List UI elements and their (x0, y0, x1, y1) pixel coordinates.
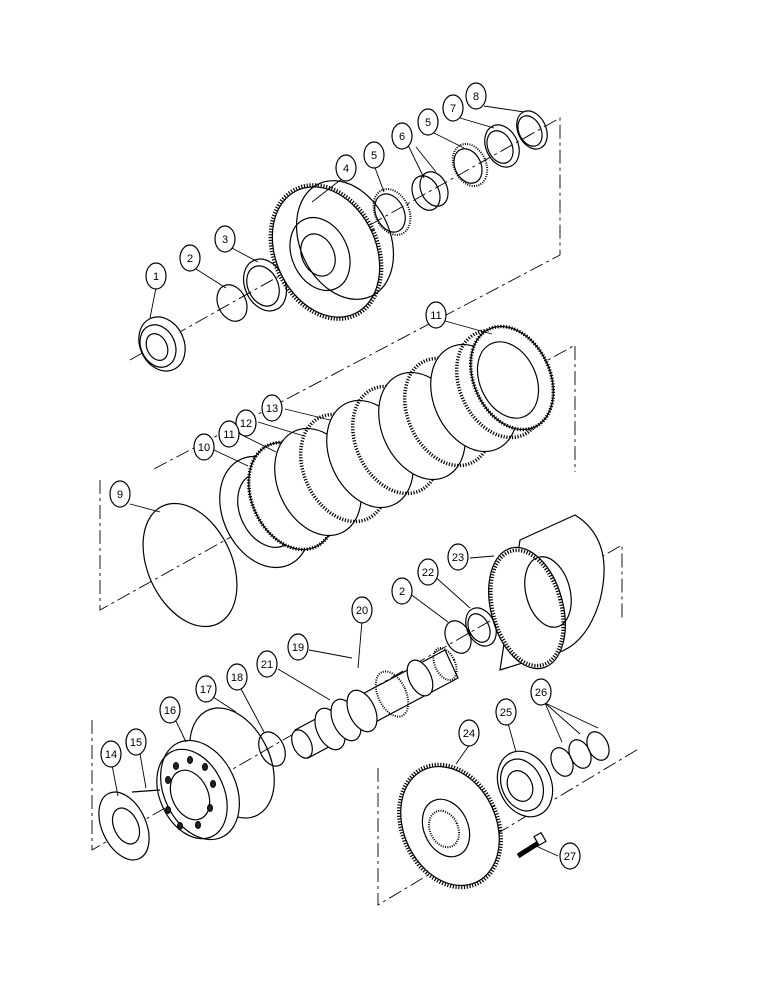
snap-ring-part-18 (258, 731, 286, 767)
snap-ring-part-2-upper (216, 284, 248, 322)
callout-10: 10 (193, 433, 215, 461)
clutch-pack (246, 324, 556, 552)
callout-12: 12 (235, 409, 257, 437)
callout-label: 14 (105, 749, 117, 761)
callout-7: 7 (442, 94, 464, 122)
callout-24: 24 (458, 719, 480, 747)
callout-11-lower: 11 (218, 420, 240, 448)
callout-label: 3 (222, 234, 228, 246)
callout-label: 23 (452, 552, 464, 564)
output-gear-group-boundary (377, 747, 641, 906)
synchro-part-5-left (372, 188, 412, 236)
callout-label: 10 (198, 442, 210, 454)
bearing-part-25 (496, 750, 554, 818)
callout-23: 23 (447, 543, 469, 571)
callout-label: 15 (130, 737, 142, 749)
callout-26: 26 (530, 678, 552, 706)
gear-part-4 (268, 180, 395, 321)
ring-part-6 (411, 171, 449, 211)
callout-1: 1 (145, 262, 167, 290)
ring-part-22 (465, 607, 497, 647)
callout-13: 13 (261, 394, 283, 422)
callout-5-right: 5 (417, 108, 439, 136)
leader-lines (111, 105, 599, 857)
gear-part-24 (397, 762, 503, 890)
callout-9: 9 (109, 480, 131, 508)
callout-label: 20 (356, 605, 368, 617)
callout-20: 20 (351, 596, 373, 624)
callout-label: 17 (200, 684, 212, 696)
callout-label: 4 (343, 163, 349, 175)
callout-label: 27 (564, 851, 576, 863)
callout-6: 6 (391, 122, 413, 150)
callout-label: 11 (430, 310, 441, 322)
callout-21: 21 (256, 650, 278, 678)
bearing-part-1 (138, 316, 186, 372)
callout-label: 2 (399, 586, 405, 598)
ring-part-8 (516, 110, 548, 150)
callout-17: 17 (195, 675, 217, 703)
pin-part-15 (131, 789, 161, 793)
callout-2-upper: 2 (179, 244, 201, 272)
callout-label: 26 (535, 687, 547, 699)
callout-label: 12 (240, 418, 252, 430)
ring-part-7 (484, 124, 520, 168)
callout-label: 6 (399, 131, 405, 143)
parts (98, 110, 610, 890)
callout-label: 21 (261, 659, 273, 671)
upper-group-boundary (129, 117, 561, 471)
piston-part-16 (156, 739, 240, 841)
callout-18: 18 (226, 663, 248, 691)
flange-part-14 (98, 791, 150, 861)
snap-ring-part-2-lower (444, 620, 472, 654)
clutch-drum-part-23 (488, 514, 605, 671)
callout-label: 7 (450, 103, 456, 115)
synchro-part-5-right (451, 142, 489, 188)
callout-22: 22 (417, 558, 439, 586)
callout-4: 4 (335, 154, 357, 182)
callouts: 1 2 3 4 5 6 5 7 (100, 82, 581, 870)
callout-label: 13 (266, 403, 278, 415)
callout-14: 14 (100, 740, 122, 768)
callout-5-left: 5 (363, 141, 385, 169)
callout-label: 1 (153, 271, 159, 283)
callout-8: 8 (465, 82, 487, 110)
bolt-part-27 (516, 831, 547, 859)
callout-label: 5 (425, 117, 431, 129)
callout-label: 19 (292, 642, 304, 654)
callout-27: 27 (559, 842, 581, 870)
callout-label: 18 (231, 672, 243, 684)
callout-16: 16 (159, 696, 181, 724)
callout-label: 24 (463, 728, 475, 740)
callout-label: 8 (473, 91, 479, 103)
o-rings-part-26 (550, 731, 610, 777)
callout-label: 16 (164, 705, 176, 717)
callout-19: 19 (287, 633, 309, 661)
callout-label: 5 (371, 150, 377, 162)
callout-11-upper: 11 (425, 301, 447, 329)
callout-label: 2 (187, 253, 193, 265)
callout-label: 25 (500, 707, 512, 719)
callout-label: 9 (117, 489, 123, 501)
callout-2-lower: 2 (391, 577, 413, 605)
callout-label: 22 (422, 567, 434, 579)
callout-25: 25 (495, 698, 517, 726)
shaft-part-20-21 (291, 647, 459, 759)
callout-label: 11 (223, 429, 234, 441)
callout-15: 15 (125, 728, 147, 756)
callout-3: 3 (214, 225, 236, 253)
snap-ring-part-9 (142, 502, 238, 628)
